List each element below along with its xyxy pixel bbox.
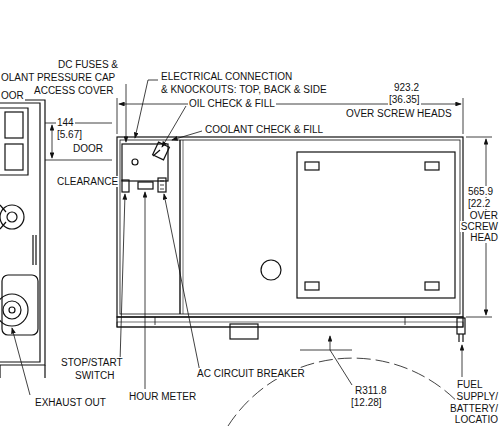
label: STOP/START — [60, 357, 124, 368]
label: AC CIRCUIT BREAKER — [196, 368, 306, 379]
stop-start-switch — [122, 180, 129, 192]
label: OOR — [0, 90, 25, 101]
label: DOOR — [72, 143, 104, 154]
dimensions — [45, 98, 492, 426]
side-view — [0, 100, 45, 378]
leader-lines — [12, 80, 462, 395]
enclosure — [117, 137, 465, 342]
label: ACCESS COVER — [33, 85, 114, 96]
label: [22.2 — [467, 198, 491, 209]
label: SCREW — [460, 221, 499, 232]
label: CLEARANCE — [56, 176, 119, 187]
label: SWITCH — [74, 370, 115, 381]
label: OLANT PRESSURE CAP — [0, 72, 116, 83]
ac-circuit-breaker — [158, 178, 166, 192]
label: DC FUSES & — [57, 59, 119, 70]
label: 565.9 — [467, 186, 494, 197]
label: OIL CHECK & FILL — [188, 98, 276, 109]
label: BATTERY/ — [449, 403, 499, 414]
label: [12.28] — [350, 397, 383, 408]
label: 144 — [56, 117, 75, 128]
label: 923.2 — [393, 82, 420, 93]
label: SUPPLY/ — [456, 391, 500, 402]
access-door — [297, 152, 455, 298]
label: HOUR METER — [128, 391, 197, 402]
label: EXHAUST OUT — [34, 397, 107, 408]
label: OVER SCREW HEADS — [345, 108, 453, 119]
label: LOCATIO — [454, 414, 499, 425]
label: COOLANT CHECK & FILL — [204, 124, 324, 135]
label: FUEL — [456, 379, 484, 390]
label: HEAD — [469, 232, 499, 243]
hour-meter — [138, 182, 153, 189]
label: & KNOCKOUTS: TOP, BACK & SIDE — [160, 84, 328, 95]
label: OVER — [469, 210, 499, 221]
label: ELECTRICAL CONNECTION — [160, 71, 293, 82]
label: [36.35] — [388, 94, 421, 105]
label: R311.8 — [354, 385, 388, 396]
label: [5.67] — [56, 129, 83, 140]
